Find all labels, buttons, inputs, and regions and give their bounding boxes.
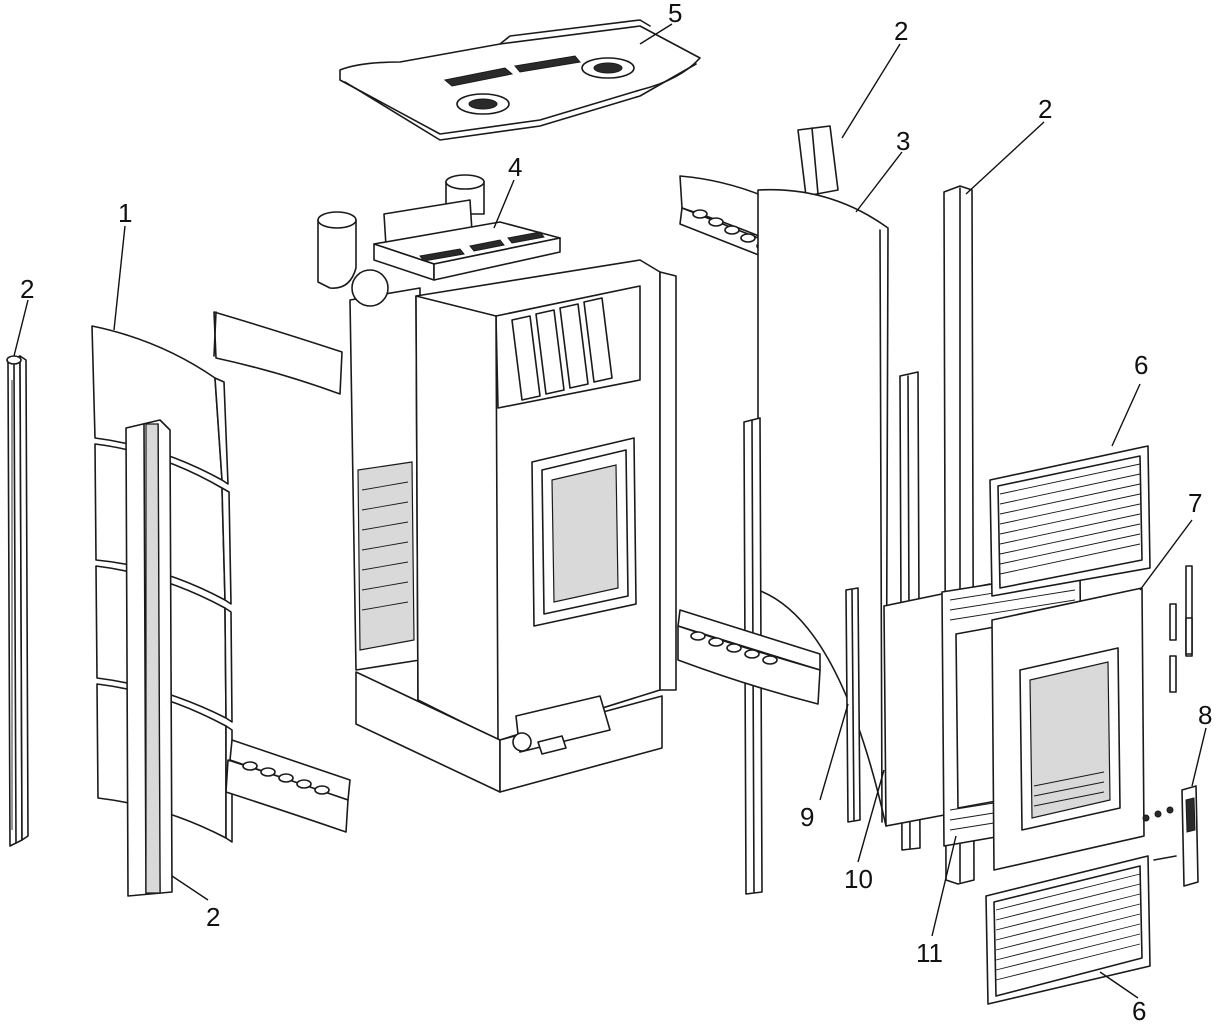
leader-lines (13, 23, 1207, 999)
callout-3: 3 (896, 126, 910, 156)
part-stove-body (317, 174, 677, 793)
callout-2-top-mid: 2 (894, 16, 908, 46)
callout-1: 1 (118, 198, 132, 228)
part-grille-bottom (985, 855, 1151, 1005)
callouts: 2 1 2 5 4 2 3 2 6 7 8 9 10 11 6 (20, 0, 1212, 1024)
part-side-profile-left (6, 355, 29, 847)
part-small-strips (1169, 565, 1193, 693)
part-front-column (125, 419, 173, 897)
callout-9: 9 (800, 802, 814, 832)
part-front-frame (991, 587, 1145, 871)
callout-4: 4 (508, 152, 522, 182)
callout-2-left: 2 (20, 274, 34, 304)
callout-5: 5 (668, 0, 682, 28)
part-curved-side-panel (757, 188, 889, 827)
part-lower-support-left (225, 739, 351, 833)
part-vertical-bracket (845, 587, 861, 823)
callout-2-column-bottom: 2 (206, 902, 220, 932)
callout-2-top-right: 2 (1038, 94, 1052, 124)
part-door-handle (1142, 785, 1199, 887)
callout-10: 10 (844, 864, 873, 894)
callout-6-bottom: 6 (1132, 996, 1146, 1024)
callout-7: 7 (1188, 488, 1202, 518)
part-grille-top (989, 445, 1151, 597)
part-lower-support-mid (677, 609, 821, 705)
part-top-cover (339, 19, 701, 141)
callout-8: 8 (1198, 700, 1212, 730)
callout-6-top: 6 (1134, 350, 1148, 380)
callout-11: 11 (916, 938, 943, 968)
part-upper-bracket-left (213, 311, 343, 395)
